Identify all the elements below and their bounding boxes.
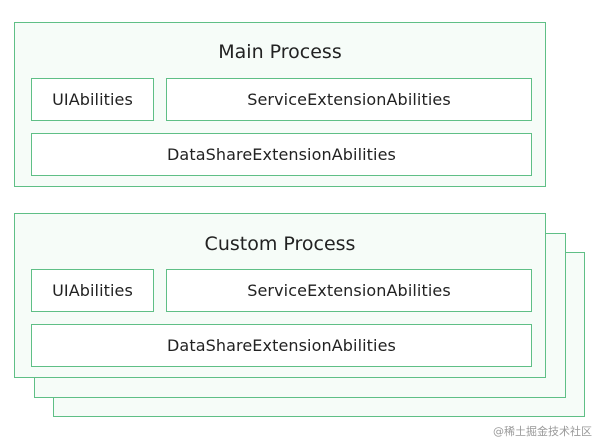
- watermark-text: @稀土掘金技术社区: [493, 425, 592, 438]
- custom-service-extension-abilities-box: ServiceExtensionAbilities: [166, 269, 532, 312]
- main-process-panel: Main Process UIAbilities ServiceExtensio…: [14, 22, 546, 187]
- main-process-title: Main Process: [218, 41, 342, 63]
- custom-ui-abilities-box: UIAbilities: [31, 269, 154, 312]
- custom-process-title: Custom Process: [204, 233, 356, 255]
- main-ui-abilities-box: UIAbilities: [31, 78, 154, 121]
- main-service-extension-abilities-box: ServiceExtensionAbilities: [166, 78, 532, 121]
- custom-datashare-extension-abilities-box: DataShareExtensionAbilities: [31, 324, 532, 367]
- custom-process-panel: Custom Process UIAbilities ServiceExtens…: [14, 213, 546, 378]
- main-datashare-extension-abilities-box: DataShareExtensionAbilities: [31, 133, 532, 176]
